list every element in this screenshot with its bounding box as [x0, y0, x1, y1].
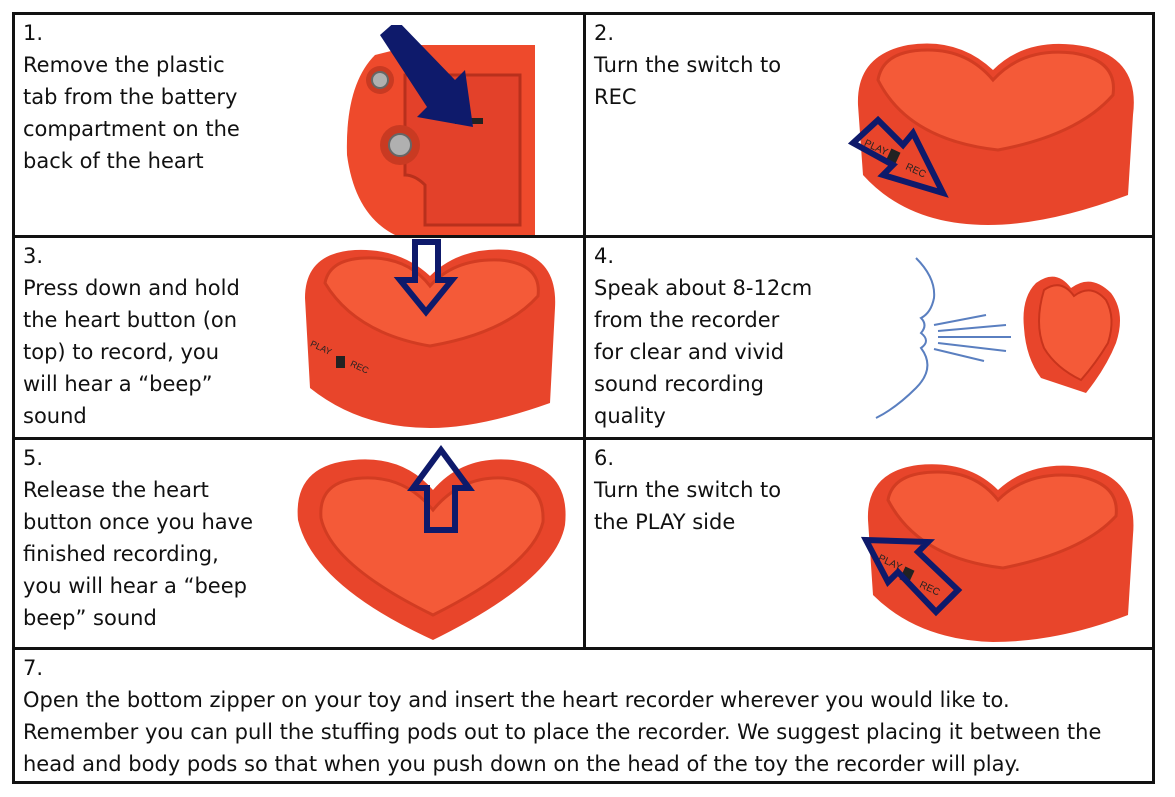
step-4-text: Speak about 8-12cm from the recorder for… — [594, 276, 813, 428]
step-1-cell: 1. Remove the plastic tab from the batte… — [15, 15, 583, 235]
step-2-cell: 2. Turn the switch to REC PLAY REC — [586, 15, 1152, 235]
instruction-table: 1. Remove the plastic tab from the batte… — [12, 12, 1155, 784]
heart-release-image — [297, 444, 566, 640]
row-divider-3 — [15, 647, 1152, 650]
row-divider-2 — [15, 437, 1152, 440]
step-1-text: Remove the plastic tab from the battery … — [23, 53, 240, 173]
step-7-text: Open the bottom zipper on your toy and i… — [23, 688, 1102, 776]
step-5-cell: 5. Release the heart button once you hav… — [15, 440, 583, 647]
step-4-cell: 4. Speak about 8-12cm from the recorder … — [586, 238, 1152, 437]
step-3-cell: 3. Press down and hold the heart button … — [15, 238, 583, 437]
column-divider — [583, 15, 586, 650]
step-3-text: Press down and hold the heart button (on… — [23, 276, 240, 428]
left-arrow-icon — [860, 536, 963, 617]
battery-compartment-image — [346, 25, 535, 235]
step-3-number: 3. — [23, 244, 44, 268]
step-7-cell: 7. Open the bottom zipper on your toy an… — [15, 650, 1152, 781]
step-6-text: Turn the switch to the PLAY side — [594, 478, 782, 534]
step-5-number: 5. — [23, 446, 44, 470]
step-6-number: 6. — [594, 446, 615, 470]
step-6-cell: 6. Turn the switch to the PLAY side PLAY… — [586, 440, 1152, 647]
heart-side-image — [1023, 276, 1120, 393]
step-4-number: 4. — [594, 244, 615, 268]
down-right-arrow-icon — [380, 25, 473, 127]
speaking-face-image — [875, 257, 1011, 419]
step-2-number: 2. — [594, 21, 615, 45]
step-5-text: Release the heart button once you have f… — [23, 478, 254, 630]
heart-play-switch-image: PLAY REC — [860, 464, 1134, 642]
heart-rec-switch-image: PLAY REC — [848, 43, 1134, 225]
right-arrow-icon — [848, 115, 949, 198]
step-1-number: 1. — [23, 21, 44, 45]
step-2-text: Turn the switch to REC — [594, 53, 782, 109]
row-divider-1 — [15, 235, 1152, 238]
heart-press-image: PLAY REC — [305, 239, 556, 428]
down-arrow-icon — [393, 239, 459, 317]
up-arrow-icon — [407, 444, 475, 533]
step-7-number: 7. — [23, 656, 44, 680]
